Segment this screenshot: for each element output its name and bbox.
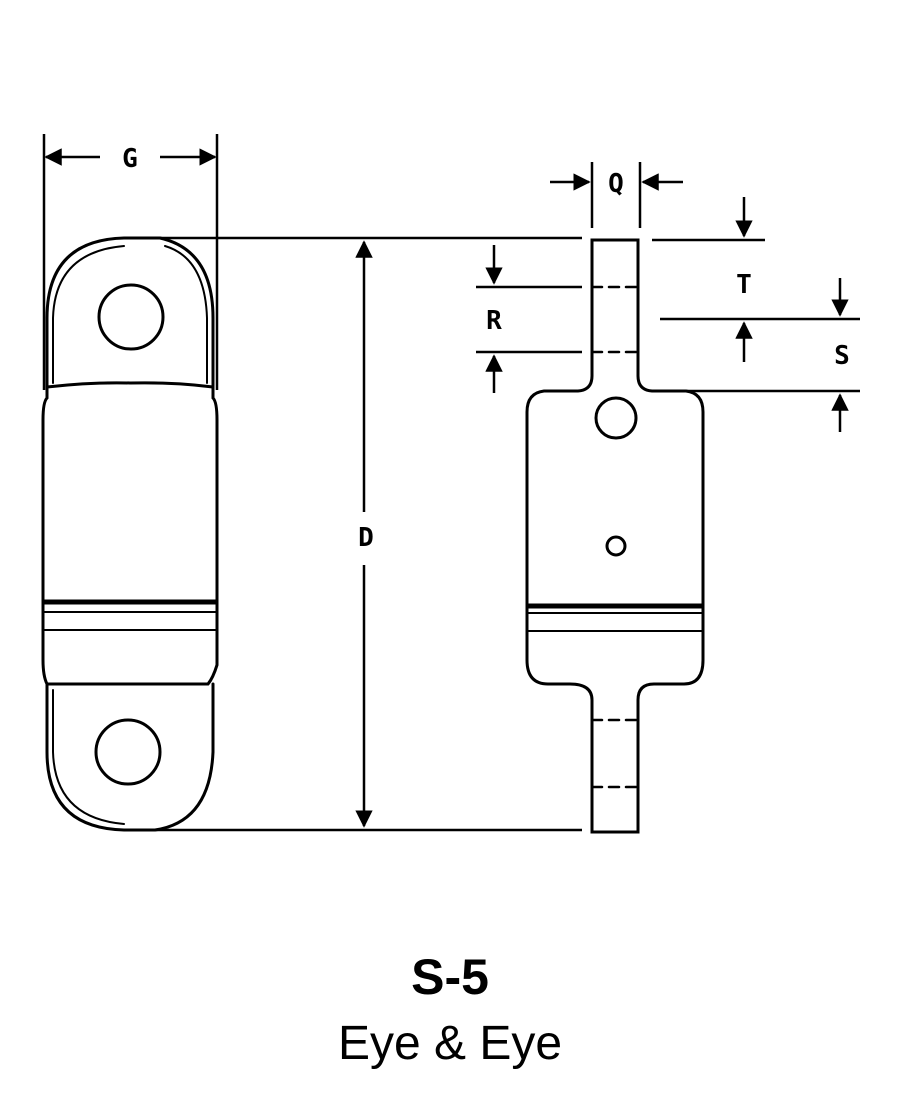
model-description: Eye & Eye — [337, 1017, 563, 1070]
dim-label-q: Q — [608, 169, 624, 199]
front-top-hole — [97, 283, 165, 351]
dim-label-d: D — [358, 523, 374, 553]
front-top-eye-inner — [52, 245, 125, 384]
dimension-lines — [42, 134, 860, 832]
side-pin-hole — [594, 396, 638, 440]
front-view — [41, 236, 219, 832]
dim-label-t: T — [736, 270, 752, 300]
front-body — [41, 381, 219, 686]
dim-label-s: S — [834, 341, 850, 371]
dim-label-r: R — [486, 306, 502, 336]
side-view — [525, 238, 705, 834]
model-number: S-5 — [411, 949, 489, 1005]
side-small-hole — [605, 535, 627, 557]
front-bottom-hole — [94, 718, 162, 786]
front-bottom-eye — [45, 682, 215, 832]
dim-label-g: G — [122, 144, 138, 174]
dimension-labels: G Q T R S D — [122, 144, 850, 553]
